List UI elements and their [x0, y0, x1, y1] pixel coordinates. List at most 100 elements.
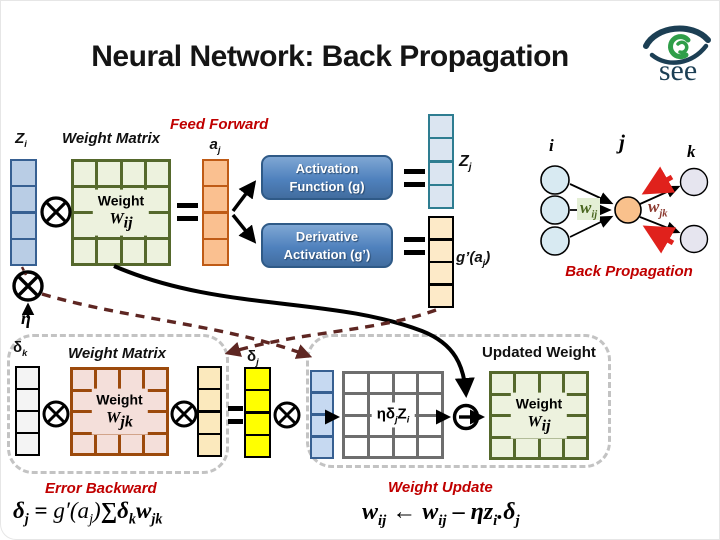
node-k1 — [679, 167, 709, 197]
weight-wij-matrix: Weight Wij — [71, 159, 171, 266]
matrix-cell — [121, 370, 142, 389]
delta-j-vector — [244, 367, 271, 458]
matrix-cell — [122, 162, 144, 185]
equals-icon — [404, 169, 425, 187]
vector-cell — [246, 391, 269, 412]
multiply-icon — [273, 401, 301, 429]
matrix-cell — [97, 370, 118, 389]
w-jk-label: wjk — [648, 197, 668, 220]
matrix-cell — [419, 437, 441, 456]
eta-delta-z-matrix: ηδjZi — [342, 371, 444, 459]
matrix-cell — [345, 437, 367, 456]
vector-cell — [312, 393, 332, 414]
feed-forward-label: Feed Forward — [170, 116, 269, 133]
vector-cell — [312, 372, 332, 392]
matrix-cell — [419, 395, 441, 414]
matrix-cell — [516, 374, 538, 393]
multiply-icon — [40, 196, 72, 228]
matrix-cell — [516, 438, 538, 457]
vector-cell — [12, 213, 35, 238]
aj-vector — [202, 159, 229, 266]
matrix-cell — [73, 370, 94, 389]
matrix-cell — [97, 434, 118, 453]
matrix-cell — [492, 417, 514, 436]
delta-j-label: δj — [247, 348, 259, 367]
error-backward-formula: δj = g′(aj)∑δkwjk — [13, 498, 163, 528]
matrix-cell — [394, 374, 417, 393]
equals-icon — [177, 203, 198, 221]
g-prime-aj-label: g’(aj) — [456, 249, 491, 268]
matrix-cell — [73, 434, 94, 453]
node-i2 — [540, 195, 570, 225]
weighted-delta-vector — [197, 366, 222, 457]
vector-cell — [246, 413, 269, 434]
eta-label: η — [21, 308, 31, 328]
matrix-cell — [146, 162, 168, 185]
matrix-cell — [145, 370, 166, 389]
zj-vector — [428, 114, 454, 209]
updated-weight-title: Updated Weight — [482, 344, 596, 361]
matrix-cell — [146, 214, 168, 237]
vector-cell — [199, 435, 220, 455]
weight-wij-matrix-label: Weight Wij — [92, 189, 150, 236]
weight-update-label: Weight Update — [388, 479, 493, 496]
zi-to-eta-dash — [20, 266, 28, 276]
matrix-cell — [73, 413, 94, 432]
aj-label: aj — [209, 136, 221, 155]
matrix-cell — [369, 437, 392, 456]
vector-cell — [17, 434, 38, 454]
matrix-cell — [564, 438, 586, 457]
delta-k-vector — [15, 366, 40, 456]
activation-function-box: Activation Function (g) — [261, 155, 393, 200]
vector-cell — [199, 390, 220, 411]
vector-cell — [17, 412, 38, 432]
matrix-cell — [394, 437, 417, 456]
back-propagation-label: Back Propagation — [565, 263, 693, 280]
weight-matrix-title: Weight Matrix — [61, 130, 161, 147]
node-i-label: i — [549, 136, 554, 155]
updated-weight-wij-label: Weight Wij — [510, 392, 568, 439]
vector-cell — [430, 139, 452, 161]
equals-icon — [404, 237, 425, 255]
matrix-cell — [492, 374, 514, 393]
page-title: Neural Network: Back Propagation — [91, 40, 569, 73]
matrix-cell — [145, 391, 166, 410]
matrix-cell — [419, 374, 441, 393]
matrix-cell — [98, 240, 120, 263]
vector-cell — [430, 162, 452, 184]
matrix-cell — [564, 395, 586, 414]
matrix-cell — [564, 417, 586, 436]
vector-cell — [199, 412, 220, 433]
matrix-cell — [74, 188, 96, 211]
aj-branch-arrows — [231, 180, 257, 244]
see-logo-text: see — [658, 54, 698, 87]
layer-k-nodes — [679, 167, 709, 254]
zi-label: Zi — [15, 130, 27, 149]
vector-cell — [199, 368, 220, 388]
updated-weight-wij-matrix: Weight Wij — [489, 371, 589, 460]
zi-copy-vector — [310, 370, 334, 459]
vector-cell — [17, 390, 38, 410]
vector-cell — [204, 161, 227, 185]
matrix-cell — [73, 391, 94, 410]
matrix-cell — [74, 162, 96, 185]
node-k2 — [679, 224, 709, 254]
matrix-cell — [74, 214, 96, 237]
eta-delta-z-label: ηδjZi — [371, 402, 415, 428]
equals-icon — [228, 406, 243, 424]
multiply-icon — [12, 270, 44, 302]
g-prime-aj-vector — [428, 216, 454, 308]
matrix-cell — [122, 240, 144, 263]
matrix-cell — [492, 395, 514, 414]
node-i1 — [540, 165, 570, 195]
vector-cell — [430, 263, 452, 284]
vector-cell — [430, 116, 452, 137]
vector-cell — [12, 161, 35, 185]
vector-cell — [312, 437, 332, 457]
matrix-cell — [492, 438, 514, 457]
zi-vector — [10, 159, 37, 266]
vector-cell — [204, 187, 227, 212]
vector-cell — [12, 240, 35, 264]
matrix-cell — [564, 374, 586, 393]
